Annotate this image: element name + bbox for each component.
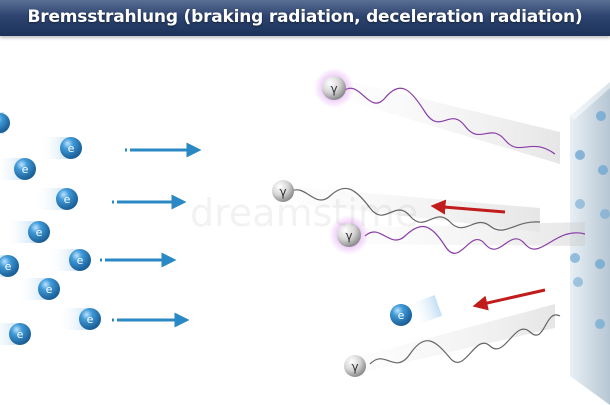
photon-wave: [344, 87, 556, 155]
electron-direction-arrows: [100, 142, 202, 328]
target-atom: [575, 150, 585, 160]
electron-label: e: [68, 142, 75, 155]
photon-wave: [369, 314, 561, 365]
photon-wave: [364, 226, 586, 254]
photon-label: γ: [351, 360, 358, 374]
photon-label: γ: [330, 82, 337, 96]
photon: [322, 76, 346, 100]
red-arrow: [472, 288, 546, 311]
diagram-canvas: e e e e e e e e e: [0, 68, 610, 405]
electron: [38, 278, 60, 300]
electron-trail: [5, 221, 37, 243]
red-arrow: [430, 199, 506, 215]
electron: [69, 249, 91, 271]
electron: [9, 323, 31, 345]
electron-label: e: [17, 328, 24, 341]
electron-label: e: [36, 226, 43, 239]
electron-label: e: [64, 193, 71, 206]
photon-label: γ: [345, 229, 352, 243]
target-atom: [595, 259, 605, 269]
photons: γ γ γ γ: [272, 68, 369, 377]
electron-label: e: [22, 163, 29, 176]
electron: [0, 113, 10, 133]
electron-label: e: [398, 309, 405, 322]
electron: [60, 137, 82, 159]
electron: [56, 188, 78, 210]
deflection-arrows: [430, 199, 546, 311]
photon: [337, 223, 361, 247]
target-atom: [570, 253, 580, 263]
electron: [14, 158, 36, 180]
electron-label: e: [87, 313, 94, 326]
watermark: dreamstime: [190, 191, 418, 235]
electron-trail: [408, 295, 443, 326]
incident-electrons: e e e e e e e e e: [0, 112, 101, 345]
title-bar: [0, 0, 610, 36]
target-atom: [595, 319, 605, 329]
target-plate: [570, 82, 610, 405]
target-atom: [600, 209, 610, 219]
photon: [344, 355, 366, 377]
photon-wave: [289, 187, 541, 231]
photon-bands: [285, 80, 585, 374]
electron: [0, 255, 19, 277]
electron: [390, 304, 412, 326]
electron: [28, 221, 50, 243]
electron-label: e: [77, 254, 84, 267]
photon: [272, 180, 294, 202]
photon-waves: [289, 87, 586, 365]
target-atom: [573, 277, 583, 287]
diagram-title: Bremsstrahlung (braking radiation, decel…: [27, 7, 583, 27]
target-atom: [575, 199, 585, 209]
target-atom: [596, 111, 606, 121]
electron: [79, 308, 101, 330]
photon-label: γ: [279, 185, 286, 199]
deflected-electron: e: [390, 295, 443, 326]
electron-label: e: [5, 260, 12, 273]
electron-label: e: [46, 283, 53, 296]
target-atom: [598, 165, 608, 175]
